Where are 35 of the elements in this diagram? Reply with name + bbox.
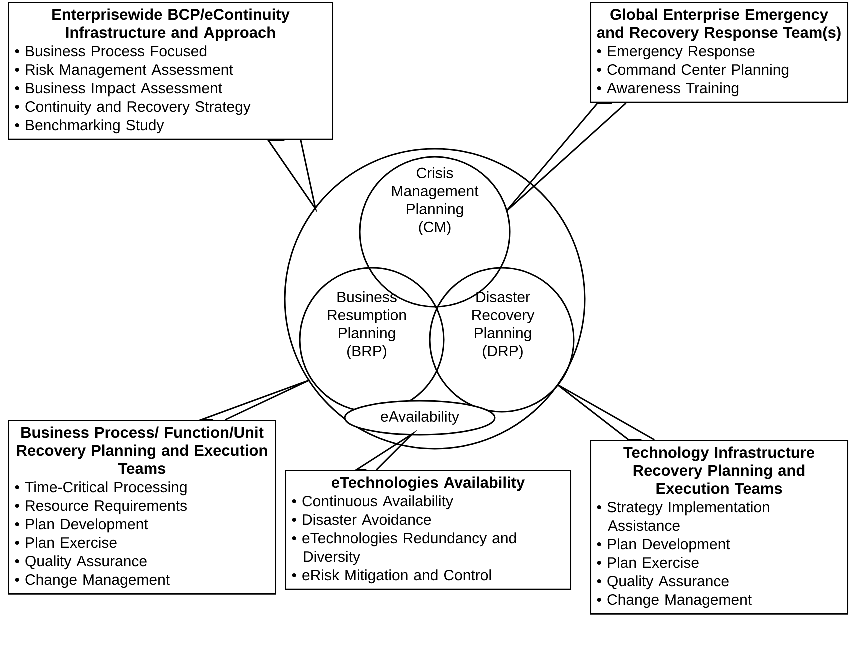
callout-heading: Business Process/ Function/Unit Recovery Planning and Execution Teams [17,426,268,474]
callout-box [590,440,849,615]
bullet-item: • Change Management [597,594,752,608]
bullet-item: • Quality Assurance [597,576,729,590]
bullet-item: • Command Center Planning [597,64,789,78]
callout-heading: Global Enterprise Emergency and Recovery Response Team(s) [597,8,841,42]
callout-box [8,2,334,140]
bullet-item: • Business Process Focused [15,46,207,57]
ellipse-label: eAvailability [344,400,496,436]
callout-heading: Enterprisewide BCP/eContinuity Infrastructure and Approach [52,8,290,42]
bullet-item: • Business Impact Assessment [15,82,222,97]
bullet-item: • Strategy Implementation Assistance [597,502,770,532]
bullet-item: • Risk Management Assessment [15,64,234,78]
bullet-item: • Plan Development [597,538,730,553]
bullet-item: • Time-Critical Processing [15,482,187,496]
bullet-item: • Continuity and Recovery Strategy [15,101,251,116]
bullet-item: • Benchmarking Study [15,120,164,134]
bullet-item: • eRisk Mitigation and Control [292,570,492,584]
bullet-item: • eTechnologies Redundancy and Diversity [292,532,516,566]
bullet-item: • Plan Exercise [597,557,699,568]
outer-circle [284,148,586,450]
callout-box [590,2,849,104]
bullet-item: • Emergency Response [597,46,755,60]
callout-heading: Technology Infrastructure Recovery Planning and Execution Teams [624,446,815,494]
bullet-item: • Awareness Training [597,82,739,97]
bullet-item: • Disaster Avoidance [292,514,432,526]
bullet-item: • Quality Assurance [15,556,147,570]
bullet-item: • Plan Exercise [15,537,117,548]
bullet-item: • Plan Development [15,518,148,533]
bullet-item: • Resource Requirements [15,500,187,514]
callout-box [285,470,572,590]
callout-heading: eTechnologies Availability [332,476,525,492]
callout-box [8,420,276,595]
bullet-item: • Change Management [15,574,170,588]
bullet-item: • Continuous Availability [292,496,454,510]
